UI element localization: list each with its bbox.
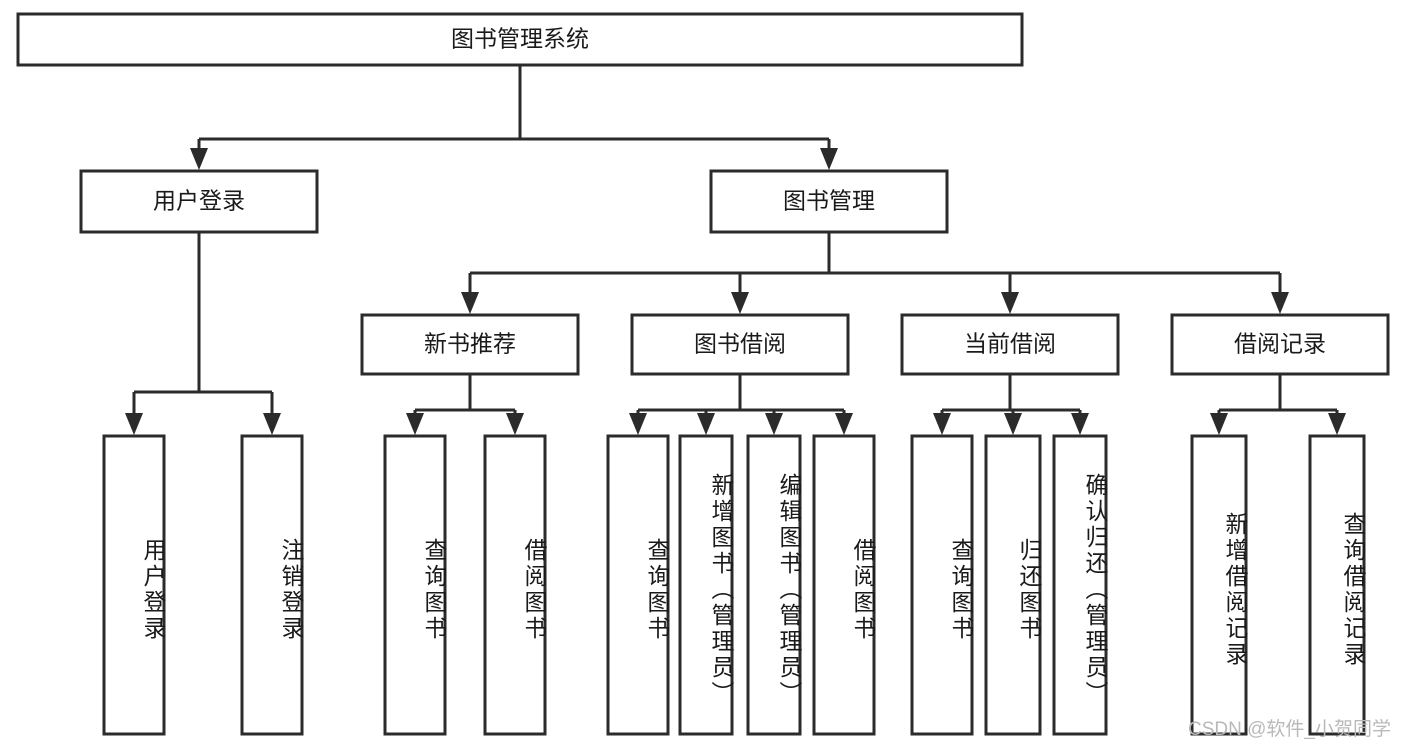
node-book-borrow-label: 图书借阅 <box>694 331 786 357</box>
node-borrow-record-label: 借阅记录 <box>1234 331 1326 357</box>
node-leaf-add-book-admin-rect[interactable] <box>678 434 734 736</box>
current-borrow-arrow-1 <box>1004 413 1022 435</box>
node-leaf-query-book-1[interactable] <box>383 434 447 736</box>
node-leaf-query-book-1-rect[interactable] <box>383 434 447 736</box>
node-leaf-query-book-2-rect[interactable] <box>606 434 670 736</box>
book-management-arrow-3 <box>1271 292 1289 314</box>
node-leaf-query-borrow-record-rect[interactable] <box>1308 434 1366 736</box>
book-management-arrow-0 <box>461 292 479 314</box>
node-leaf-return-book[interactable] <box>984 434 1042 736</box>
node-book-management-label: 图书管理 <box>783 188 875 214</box>
node-current-borrow-rect[interactable] <box>900 313 1120 376</box>
node-new-book-recommend-label: 新书推荐 <box>424 331 516 357</box>
node-leaf-borrow-book-2-rect[interactable] <box>812 434 876 736</box>
book-management-arrow-1 <box>731 292 749 314</box>
node-box-layer <box>16 12 1390 736</box>
node-leaf-user-login-rect[interactable] <box>102 434 166 736</box>
root-arrow-0 <box>190 148 208 170</box>
node-leaf-return-book-rect[interactable] <box>984 434 1042 736</box>
current-borrow-arrow-2 <box>1071 413 1089 435</box>
node-leaf-user-logout[interactable] <box>240 434 304 736</box>
node-current-borrow-label: 当前借阅 <box>964 331 1056 357</box>
node-leaf-confirm-return-admin-rect[interactable] <box>1052 434 1108 736</box>
node-leaf-add-borrow-record-rect[interactable] <box>1190 434 1248 736</box>
node-leaf-borrow-book-1-rect[interactable] <box>483 434 547 736</box>
node-book-management-rect[interactable] <box>709 169 949 234</box>
new-book-recommend-arrow-1 <box>506 413 524 435</box>
csdn-watermark: CSDN @软件_小贺同学 <box>1188 719 1391 740</box>
node-user-login-label: 用户登录 <box>153 188 245 214</box>
user-login-arrow-0 <box>125 413 143 435</box>
current-borrow-arrow-0 <box>933 413 951 435</box>
node-leaf-query-book-2[interactable] <box>606 434 670 736</box>
borrow-record-arrow-0 <box>1210 413 1228 435</box>
node-leaf-query-borrow-record[interactable] <box>1308 434 1366 736</box>
node-new-book-recommend[interactable] <box>360 313 580 376</box>
node-leaf-edit-book-admin[interactable] <box>746 434 802 736</box>
user-login-arrow-1 <box>263 413 281 435</box>
book-borrow-arrow-3 <box>835 413 853 435</box>
node-leaf-borrow-book-2[interactable] <box>812 434 876 736</box>
book-borrow-arrow-2 <box>765 413 783 435</box>
node-leaf-borrow-book-1[interactable] <box>483 434 547 736</box>
node-borrow-record[interactable] <box>1170 313 1390 376</box>
node-current-borrow[interactable] <box>900 313 1120 376</box>
node-book-management[interactable] <box>709 169 949 234</box>
connector-layer <box>125 65 1346 435</box>
node-leaf-user-login[interactable] <box>102 434 166 736</box>
node-book-borrow[interactable] <box>630 313 850 376</box>
book-borrow-arrow-0 <box>629 413 647 435</box>
node-leaf-edit-book-admin-rect[interactable] <box>746 434 802 736</box>
node-leaf-query-book-3-rect[interactable] <box>910 434 974 736</box>
node-user-login-rect[interactable] <box>79 169 319 234</box>
root-arrow-1 <box>820 148 838 170</box>
node-root-label: 图书管理系统 <box>451 26 589 52</box>
book-management-arrow-2 <box>1001 292 1019 314</box>
borrow-record-arrow-1 <box>1328 413 1346 435</box>
node-new-book-recommend-rect[interactable] <box>360 313 580 376</box>
book-borrow-arrow-1 <box>697 413 715 435</box>
node-leaf-query-book-3[interactable] <box>910 434 974 736</box>
node-leaf-user-logout-rect[interactable] <box>240 434 304 736</box>
node-leaf-add-borrow-record[interactable] <box>1190 434 1248 736</box>
node-book-borrow-rect[interactable] <box>630 313 850 376</box>
node-root-rect[interactable] <box>16 12 1024 67</box>
node-user-login[interactable] <box>79 169 319 234</box>
node-root[interactable] <box>16 12 1024 67</box>
node-leaf-confirm-return-admin[interactable] <box>1052 434 1108 736</box>
new-book-recommend-arrow-0 <box>406 413 424 435</box>
node-borrow-record-rect[interactable] <box>1170 313 1390 376</box>
node-leaf-add-book-admin[interactable] <box>678 434 734 736</box>
